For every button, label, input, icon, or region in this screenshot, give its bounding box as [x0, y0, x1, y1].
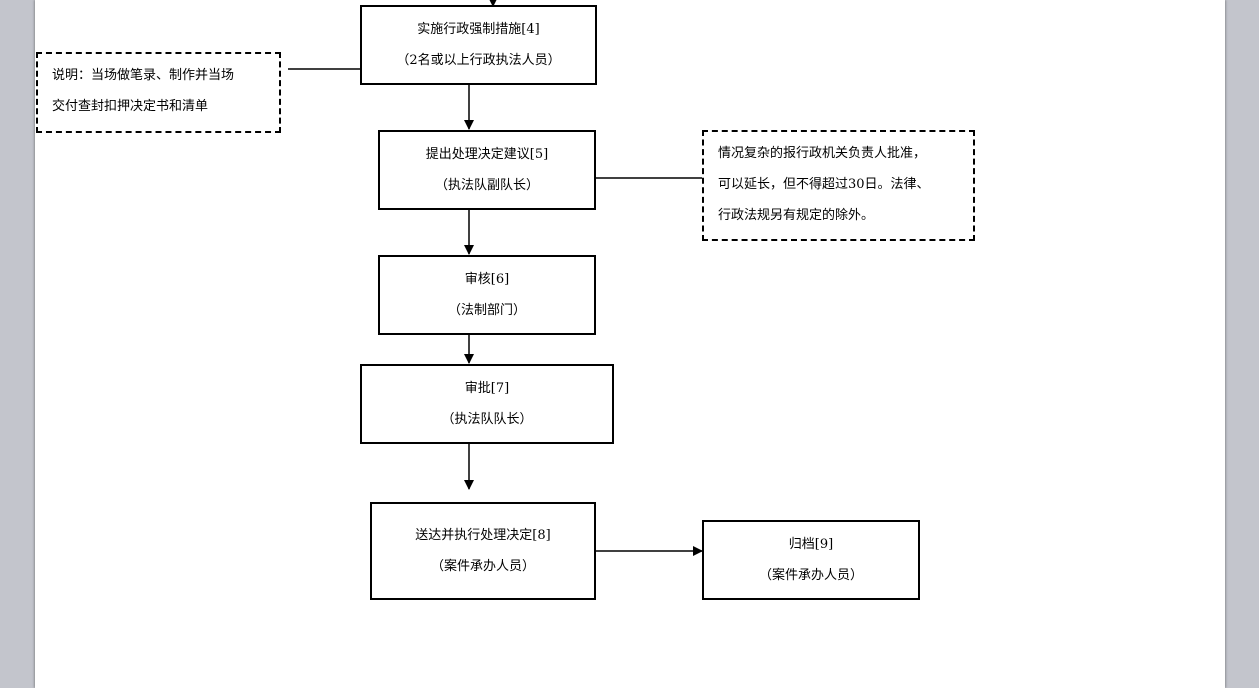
step-4-box: 实施行政强制措施[4] （2名或以上行政执法人员） [360, 5, 597, 85]
step-7-box: 审批[7] （执法队队长） [360, 364, 614, 444]
note-right: 情况复杂的报行政机关负责人批准， 可以延长，但不得超过30日。法律、 行政法规另… [702, 130, 975, 241]
step-4-title: 实施行政强制措施[4] [417, 22, 540, 37]
step-4-role: （2名或以上行政执法人员） [396, 53, 561, 68]
note-left: 说明：当场做笔录、制作并当场 交付查封扣押决定书和清单 [36, 52, 281, 133]
step-8-role: （案件承办人员） [430, 559, 535, 574]
step-9-title: 归档[9] [788, 537, 834, 552]
step-7-role: （执法队队长） [441, 412, 533, 427]
step-6-title: 审核[6] [464, 272, 510, 287]
step-9-box: 归档[9] （案件承办人员） [702, 520, 920, 600]
step-6-role: （法制部门） [447, 303, 526, 318]
step-7-title: 审批[7] [464, 381, 510, 396]
step-8-title: 送达并执行处理决定[8] [415, 528, 551, 543]
step-5-box: 提出处理决定建议[5] （执法队副队长） [378, 130, 596, 210]
note-right-line1: 情况复杂的报行政机关负责人批准， [718, 146, 927, 161]
note-right-line3: 行政法规另有规定的除外。 [718, 208, 875, 223]
note-right-line2: 可以延长，但不得超过30日。法律、 [718, 177, 930, 192]
note-left-line1: 说明：当场做笔录、制作并当场 [52, 68, 235, 83]
step-5-role: （执法队副队长） [434, 178, 539, 193]
note-left-line2: 交付查封扣押决定书和清单 [52, 99, 209, 114]
step-5-title: 提出处理决定建议[5] [425, 147, 549, 162]
step-9-role: （案件承办人员） [758, 568, 863, 583]
step-6-box: 审核[6] （法制部门） [378, 255, 596, 335]
step-8-box: 送达并执行处理决定[8] （案件承办人员） [370, 502, 596, 600]
